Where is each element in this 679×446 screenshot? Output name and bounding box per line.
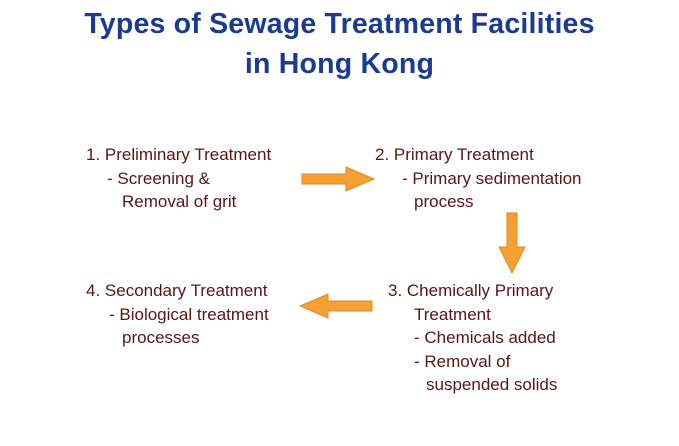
step-primary-treatment: 2. Primary Treatment - Primary sedimenta… [375, 143, 582, 214]
step-detail: processes [122, 328, 200, 347]
step-heading: 2. Primary Treatment [375, 145, 534, 164]
title-line-1: Types of Sewage Treatment Facilities [84, 8, 595, 40]
step-detail: - Removal of [414, 351, 511, 371]
step-detail: suspended solids [426, 375, 558, 394]
step-detail: - Screening & [107, 168, 210, 188]
step-detail: - Chemicals added [414, 328, 556, 347]
arrow-left-icon [298, 293, 373, 319]
step-detail: - Biological treatment [109, 304, 269, 324]
arrow-right-shape [301, 166, 376, 192]
title-line-2: in Hong Kong [244, 48, 435, 80]
step-preliminary-treatment: 1. Preliminary Treatment - Screening & R… [86, 143, 271, 214]
arrow-right-icon [301, 166, 376, 192]
arrow-down-shape [498, 212, 526, 275]
step-secondary-treatment: 4. Secondary Treatment - Biological trea… [86, 279, 269, 350]
step-heading: 3. Chemically Primary [388, 281, 554, 300]
step-heading: 1. Preliminary Treatment [86, 145, 272, 164]
step-chemically-primary-treatment: 3. Chemically Primary Treatment - Chemic… [388, 279, 557, 397]
step-heading: 4. Secondary Treatment [86, 281, 268, 300]
arrow-down-icon [498, 212, 526, 275]
page-title: Types of Sewage Treatment Facilities in … [0, 4, 679, 84]
step-detail: Treatment [414, 304, 491, 324]
step-detail: - Primary sedimentation [402, 168, 582, 188]
arrow-left-shape [298, 293, 373, 319]
step-detail: Removal of grit [122, 192, 237, 211]
step-detail: process [414, 192, 474, 211]
